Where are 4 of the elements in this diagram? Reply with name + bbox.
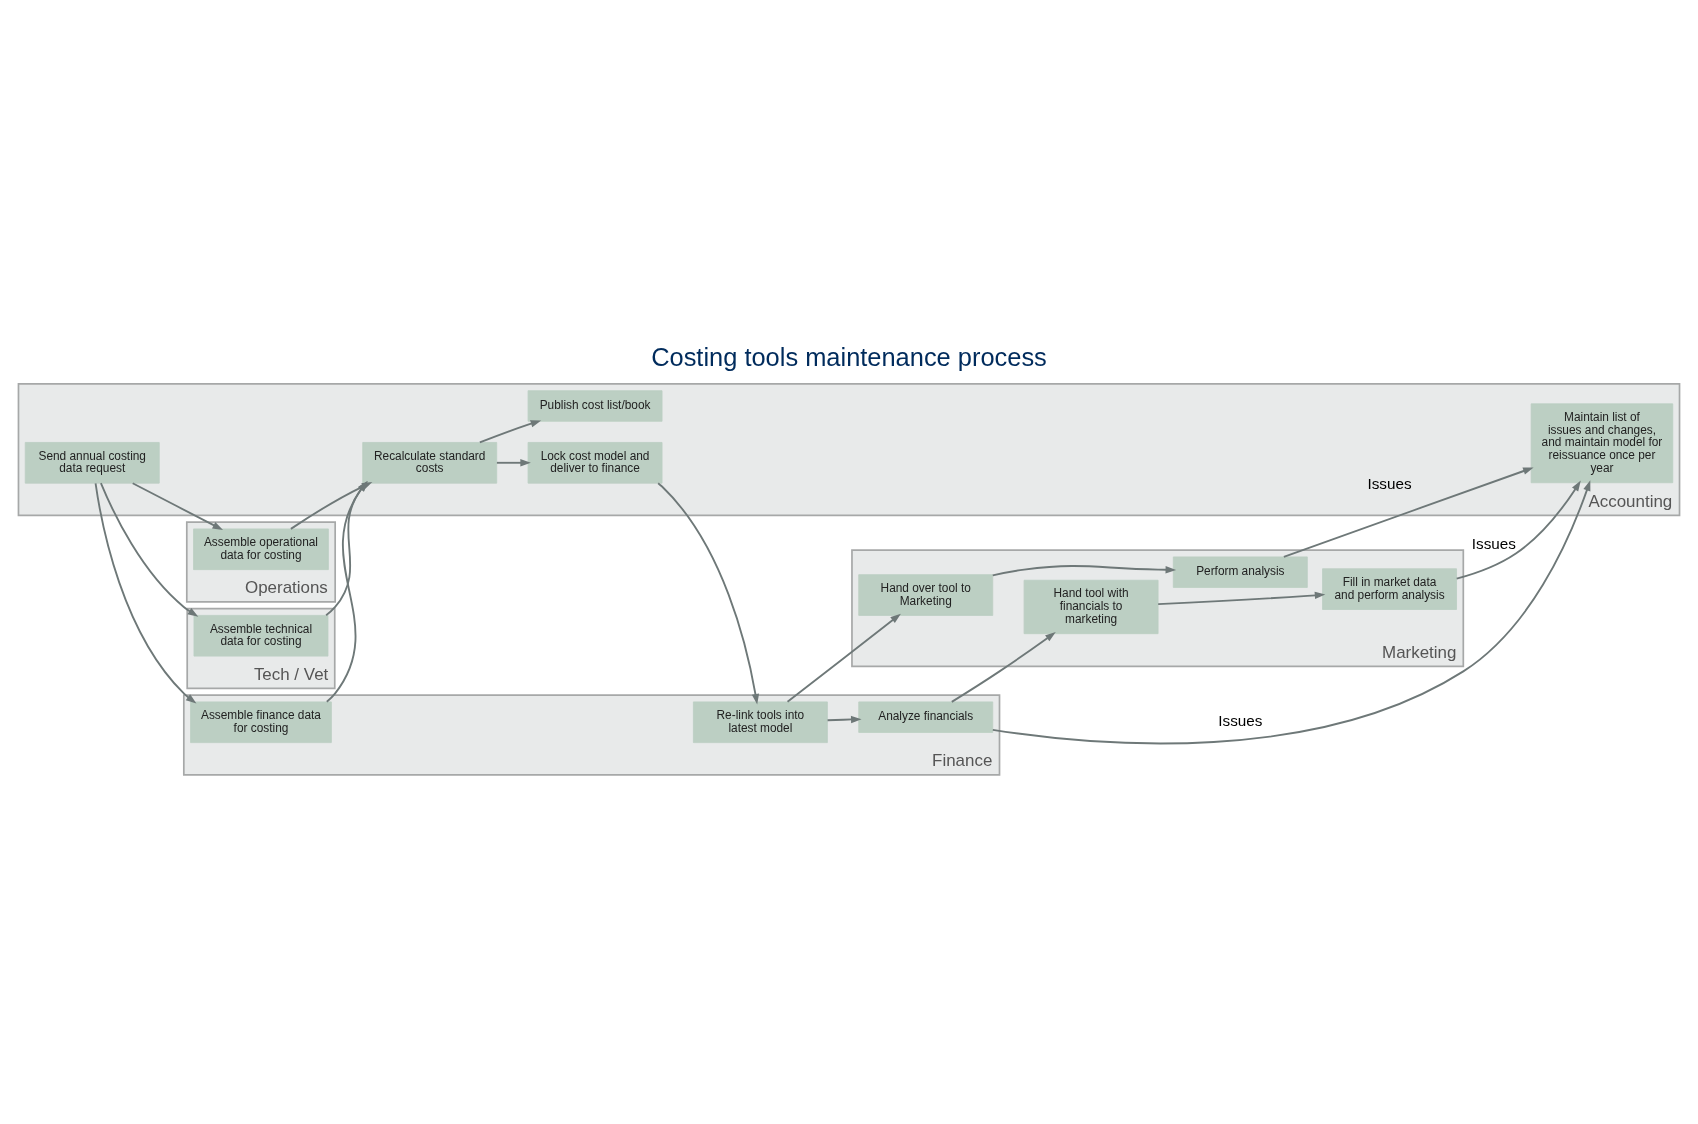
edge-label: Issues [1218, 711, 1263, 729]
diagram-title: Costing tools maintenance process [651, 343, 1047, 372]
edge-label: Issues [1367, 475, 1412, 493]
edge-label: Issues [1471, 534, 1516, 552]
